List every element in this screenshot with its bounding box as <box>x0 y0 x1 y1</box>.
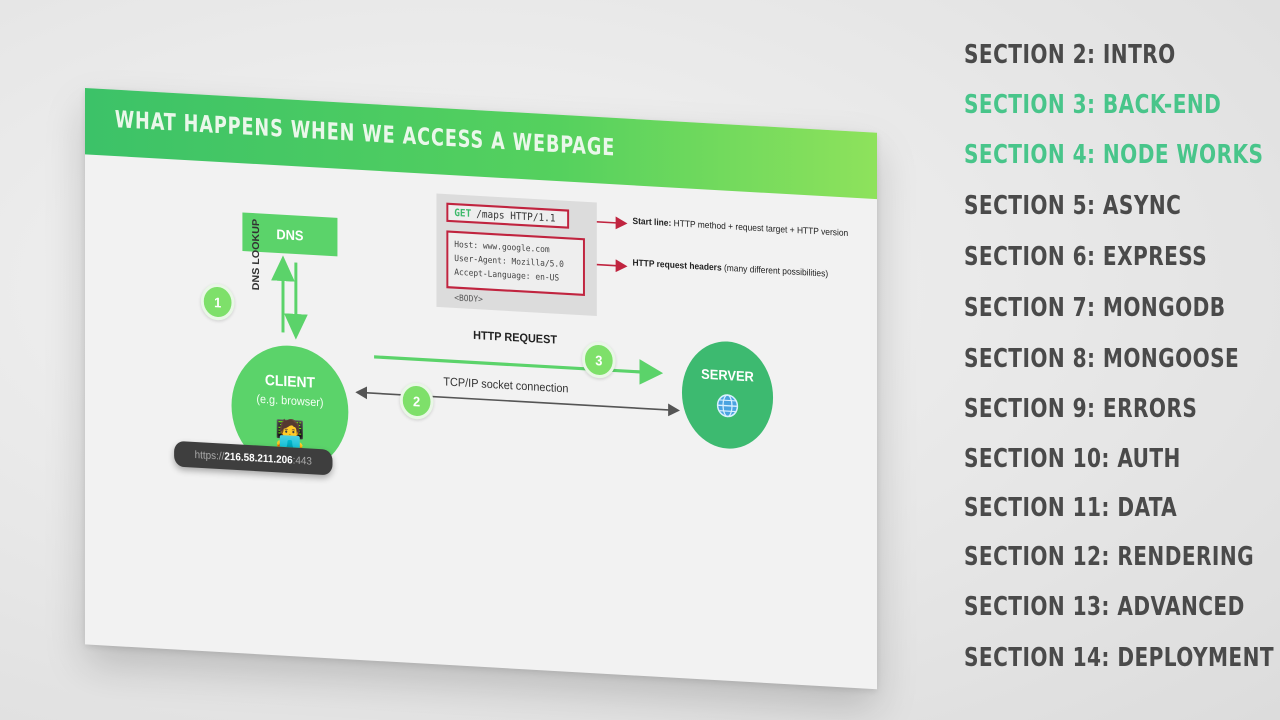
menu-item-section-10[interactable]: SECTION 10: AUTH <box>964 444 1181 474</box>
request-headers: Host: www.google.com User-Agent: Mozilla… <box>446 230 585 297</box>
url-prefix: https:// <box>194 448 225 463</box>
slide-diagram: WHAT HAPPENS WHEN WE ACCESS A WEBPAGE <box>85 88 877 690</box>
menu-item-section-6[interactable]: SECTION 6: EXPRESS <box>964 242 1208 272</box>
url-port: :443 <box>292 454 312 468</box>
menu-item-section-3[interactable]: SECTION 3: BACK-END <box>964 90 1222 120</box>
server-node: SERVER <box>681 338 774 452</box>
developer-icon: 🧑‍💻 <box>275 418 305 450</box>
menu-item-section-13[interactable]: SECTION 13: ADVANCED <box>964 592 1245 622</box>
globe-icon-svg <box>716 394 739 418</box>
globe-icon <box>716 392 740 425</box>
client-label: CLIENT <box>264 371 315 391</box>
dns-lookup-label: DNS LOOKUP <box>251 218 263 291</box>
http-request-message: GET /maps HTTP/1.1 Host: www.google.com … <box>436 193 597 316</box>
client-sublabel: (e.g. browser) <box>256 393 324 410</box>
start-line-annotation-bold: Start line: <box>632 215 672 229</box>
request-method: GET <box>454 206 472 220</box>
menu-item-section-5[interactable]: SECTION 5: ASYNC <box>964 191 1182 221</box>
menu-item-section-2[interactable]: SECTION 2: INTRO <box>964 40 1176 70</box>
menu-item-section-7[interactable]: SECTION 7: MONGODB <box>964 293 1226 323</box>
url-ip: 216.58.211.206 <box>224 450 293 467</box>
request-target: /maps HTTP/1.1 <box>476 208 556 225</box>
menu-item-section-12[interactable]: SECTION 12: RENDERING <box>964 542 1255 572</box>
menu-item-section-9[interactable]: SECTION 9: ERRORS <box>964 394 1198 424</box>
server-label: SERVER <box>701 365 754 385</box>
request-start-line: GET /maps HTTP/1.1 <box>446 202 570 229</box>
menu-item-section-11[interactable]: SECTION 11: DATA <box>964 493 1178 523</box>
menu-item-section-4[interactable]: SECTION 4: NODE WORKS <box>964 140 1264 170</box>
menu-item-section-14[interactable]: SECTION 14: DEPLOYMENT <box>964 643 1275 673</box>
menu-item-section-8[interactable]: SECTION 8: MONGOOSE <box>964 344 1240 374</box>
request-body: <BODY> <box>454 292 483 305</box>
